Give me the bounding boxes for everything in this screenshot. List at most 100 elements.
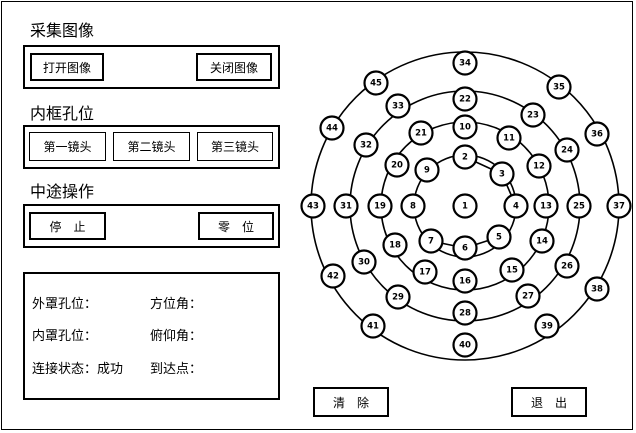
hole-circle[interactable]	[520, 102, 546, 128]
hole-29[interactable]: 29	[385, 284, 411, 310]
hole-circle[interactable]	[382, 232, 408, 258]
hole-circle[interactable]	[515, 283, 541, 309]
hole-4[interactable]: 4	[503, 193, 529, 219]
hole-22[interactable]: 22	[452, 86, 478, 112]
hole-10[interactable]: 10	[452, 114, 478, 140]
hole-3[interactable]: 3	[489, 161, 515, 187]
hole-37[interactable]: 37	[606, 193, 632, 219]
hole-34[interactable]: 34	[452, 50, 478, 76]
hole-23[interactable]: 23	[520, 102, 546, 128]
hole-32[interactable]: 32	[353, 132, 379, 158]
hole-6[interactable]: 6	[452, 235, 478, 261]
hole-circle[interactable]	[353, 132, 379, 158]
stop-button[interactable]: 停止	[29, 212, 106, 240]
hole-circle[interactable]	[452, 300, 478, 326]
hole-circle[interactable]	[418, 228, 444, 254]
hole-circle[interactable]	[554, 253, 580, 279]
hole-11[interactable]: 11	[496, 125, 522, 151]
hole-circle[interactable]	[320, 263, 346, 289]
hole-31[interactable]: 31	[333, 193, 359, 219]
hole-circle[interactable]	[486, 224, 512, 250]
hole-43[interactable]: 43	[300, 193, 326, 219]
hole-45[interactable]: 45	[363, 70, 389, 96]
hole-circle[interactable]	[534, 313, 560, 339]
hole-circle[interactable]	[300, 193, 326, 219]
hole-7[interactable]: 7	[418, 228, 444, 254]
hole-circle[interactable]	[452, 86, 478, 112]
open-image-button[interactable]: 打开图像	[30, 53, 104, 81]
hole-13[interactable]: 13	[533, 193, 559, 219]
hole-circle[interactable]	[526, 153, 552, 179]
hole-25[interactable]: 25	[566, 193, 592, 219]
hole-2[interactable]: 2	[452, 144, 478, 170]
hole-24[interactable]: 24	[554, 137, 580, 163]
hole-36[interactable]: 36	[584, 121, 610, 147]
zero-position-button[interactable]: 零位	[198, 212, 274, 240]
hole-circle[interactable]	[385, 284, 411, 310]
hole-circle[interactable]	[400, 193, 426, 219]
hole-42[interactable]: 42	[320, 263, 346, 289]
hole-circle[interactable]	[351, 249, 377, 275]
exit-button[interactable]: 退出	[511, 387, 587, 417]
hole-circle[interactable]	[452, 268, 478, 294]
hole-16[interactable]: 16	[452, 268, 478, 294]
hole-circle[interactable]	[367, 193, 393, 219]
clear-button[interactable]: 清除	[313, 387, 389, 417]
hole-5[interactable]: 5	[486, 224, 512, 250]
hole-28[interactable]: 28	[452, 300, 478, 326]
lens3-button[interactable]: 第三镜头	[197, 132, 273, 161]
hole-circle[interactable]	[408, 120, 434, 146]
hole-circle[interactable]	[363, 70, 389, 96]
hole-circle[interactable]	[499, 257, 525, 283]
hole-circle[interactable]	[503, 193, 529, 219]
hole-9[interactable]: 9	[414, 157, 440, 183]
hole-20[interactable]: 20	[384, 152, 410, 178]
hole-circle[interactable]	[384, 152, 410, 178]
hole-30[interactable]: 30	[351, 249, 377, 275]
hole-33[interactable]: 33	[385, 93, 411, 119]
hole-35[interactable]: 35	[546, 74, 572, 100]
lens2-button[interactable]: 第二镜头	[113, 132, 190, 161]
hole-circle[interactable]	[452, 144, 478, 170]
hole-circle[interactable]	[566, 193, 592, 219]
close-image-button[interactable]: 关闭图像	[196, 53, 272, 81]
hole-8[interactable]: 8	[400, 193, 426, 219]
hole-41[interactable]: 41	[360, 313, 386, 339]
hole-44[interactable]: 44	[319, 115, 345, 141]
connection-status: 连接状态：成功	[32, 362, 123, 377]
hole-17[interactable]: 17	[412, 259, 438, 285]
hole-circle[interactable]	[452, 50, 478, 76]
hole-circle[interactable]	[554, 137, 580, 163]
hole-26[interactable]: 26	[554, 253, 580, 279]
hole-circle[interactable]	[360, 313, 386, 339]
hole-circle[interactable]	[584, 276, 610, 302]
hole-circle[interactable]	[546, 74, 572, 100]
hole-40[interactable]: 40	[452, 332, 478, 358]
hole-circle[interactable]	[496, 125, 522, 151]
hole-circle[interactable]	[412, 259, 438, 285]
hole-circle[interactable]	[452, 193, 478, 219]
hole-circle[interactable]	[452, 332, 478, 358]
hole-circle[interactable]	[414, 157, 440, 183]
hole-15[interactable]: 15	[499, 257, 525, 283]
hole-circle[interactable]	[319, 115, 345, 141]
hole-circle[interactable]	[533, 193, 559, 219]
hole-12[interactable]: 12	[526, 153, 552, 179]
hole-19[interactable]: 19	[367, 193, 393, 219]
lens1-button[interactable]: 第一镜头	[29, 132, 106, 161]
hole-21[interactable]: 21	[408, 120, 434, 146]
hole-39[interactable]: 39	[534, 313, 560, 339]
hole-circle[interactable]	[452, 235, 478, 261]
hole-14[interactable]: 14	[529, 228, 555, 254]
hole-38[interactable]: 38	[584, 276, 610, 302]
hole-1[interactable]: 1	[452, 193, 478, 219]
hole-circle[interactable]	[385, 93, 411, 119]
hole-27[interactable]: 27	[515, 283, 541, 309]
hole-circle[interactable]	[489, 161, 515, 187]
hole-circle[interactable]	[452, 114, 478, 140]
hole-circle[interactable]	[584, 121, 610, 147]
hole-18[interactable]: 18	[382, 232, 408, 258]
hole-circle[interactable]	[333, 193, 359, 219]
hole-circle[interactable]	[529, 228, 555, 254]
hole-circle[interactable]	[606, 193, 632, 219]
